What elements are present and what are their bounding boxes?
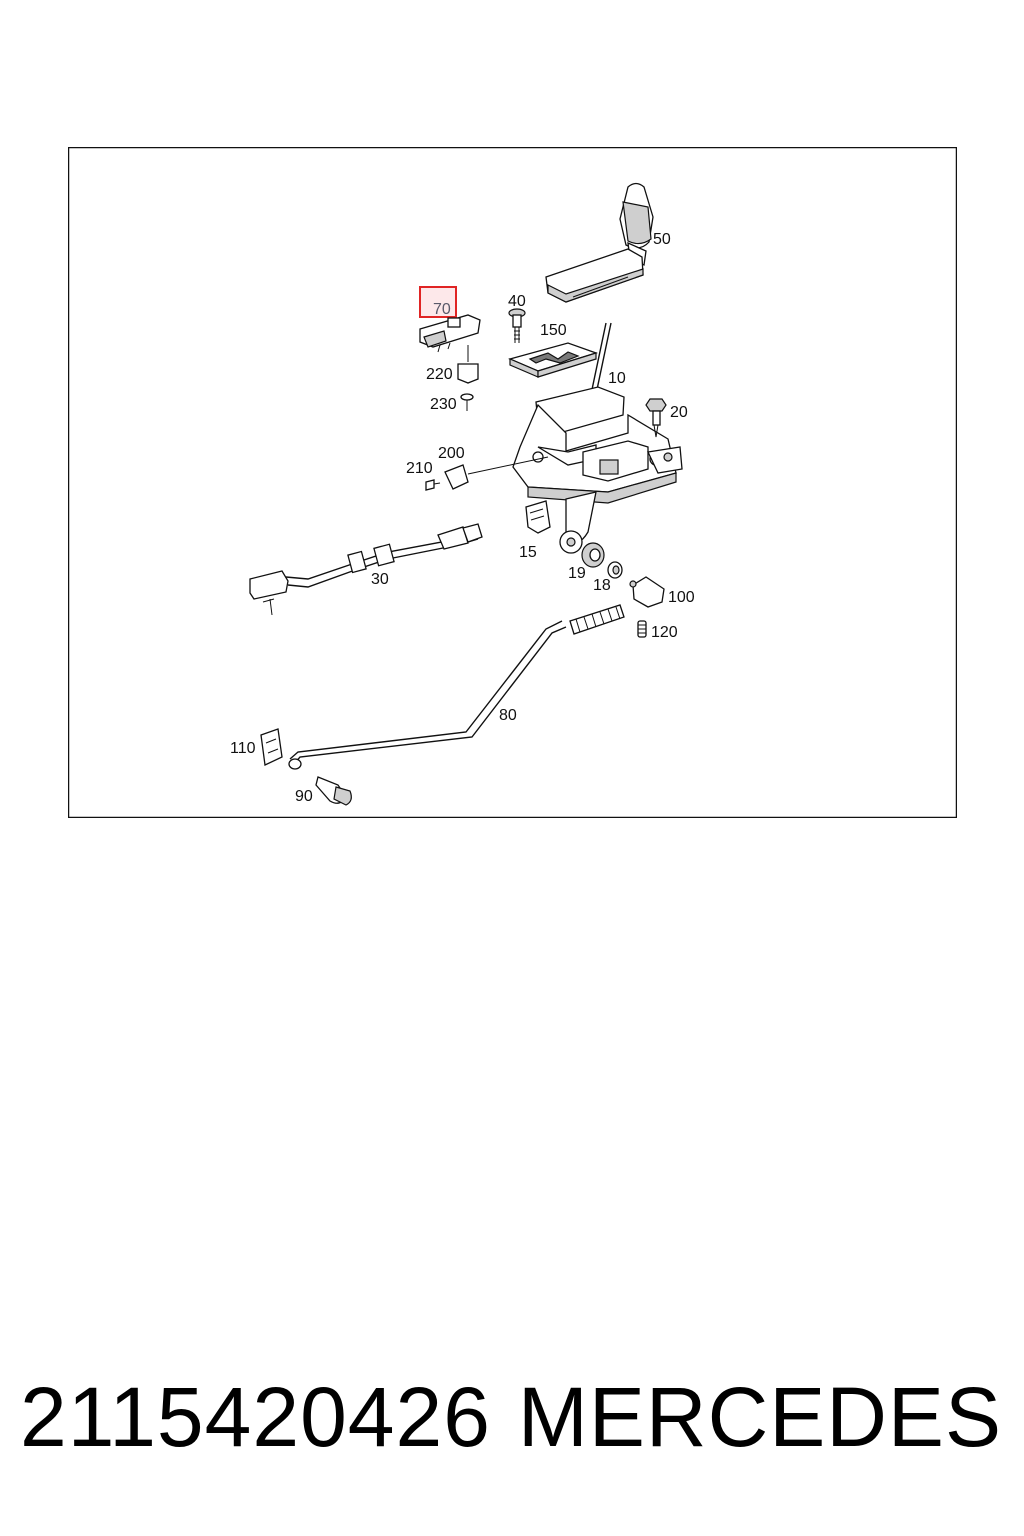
callout-230: 230 (430, 396, 457, 413)
part-50-shift-knob (545, 182, 654, 303)
callout-19: 19 (568, 565, 586, 582)
part-20-bolt (645, 398, 667, 438)
part-230-pin (460, 393, 474, 411)
callout-150: 150 (540, 322, 567, 339)
part-15-bracket (525, 500, 551, 534)
callout-40: 40 (508, 293, 526, 310)
part-100-bracket (629, 576, 665, 608)
diagram-border (68, 147, 957, 818)
part-number: 2115420426 (20, 1370, 491, 1464)
part-120-clip (637, 620, 647, 638)
parts-diagram: 50 70 40 150 10 20 220 230 200 210 15 30… (68, 147, 957, 818)
part-90-pin (288, 758, 352, 806)
callout-120: 120 (651, 624, 678, 641)
callout-220: 220 (426, 366, 453, 383)
part-19-bushing (581, 542, 605, 568)
part-200-clip (444, 456, 549, 490)
part-150-gate-plate (508, 342, 599, 378)
part-18-washer (607, 561, 623, 579)
callout-30: 30 (371, 571, 389, 588)
brand-name: MERCEDES (517, 1370, 1002, 1464)
footer: 2115420426 MERCEDES (0, 1362, 1024, 1472)
part-40-screw (508, 308, 526, 343)
callout-70: 70 (433, 301, 451, 318)
part-30-cable (249, 523, 483, 616)
callout-110: 110 (230, 740, 256, 757)
part-70-switch (419, 286, 481, 353)
callout-210: 210 (406, 460, 433, 477)
part-10-shifter-housing (512, 322, 683, 554)
callout-200: 200 (438, 445, 465, 462)
callout-20: 20 (670, 404, 688, 421)
part-210-pin (425, 479, 441, 491)
callout-90: 90 (295, 788, 313, 805)
callout-50: 50 (653, 231, 671, 248)
callout-15: 15 (519, 544, 537, 561)
part-110-clip (260, 728, 283, 766)
highlight-box (419, 286, 457, 318)
callout-100: 100 (668, 589, 695, 606)
callout-80: 80 (499, 707, 517, 724)
callout-18: 18 (593, 577, 611, 594)
part-220-clip (457, 345, 479, 384)
callout-10: 10 (608, 370, 626, 387)
